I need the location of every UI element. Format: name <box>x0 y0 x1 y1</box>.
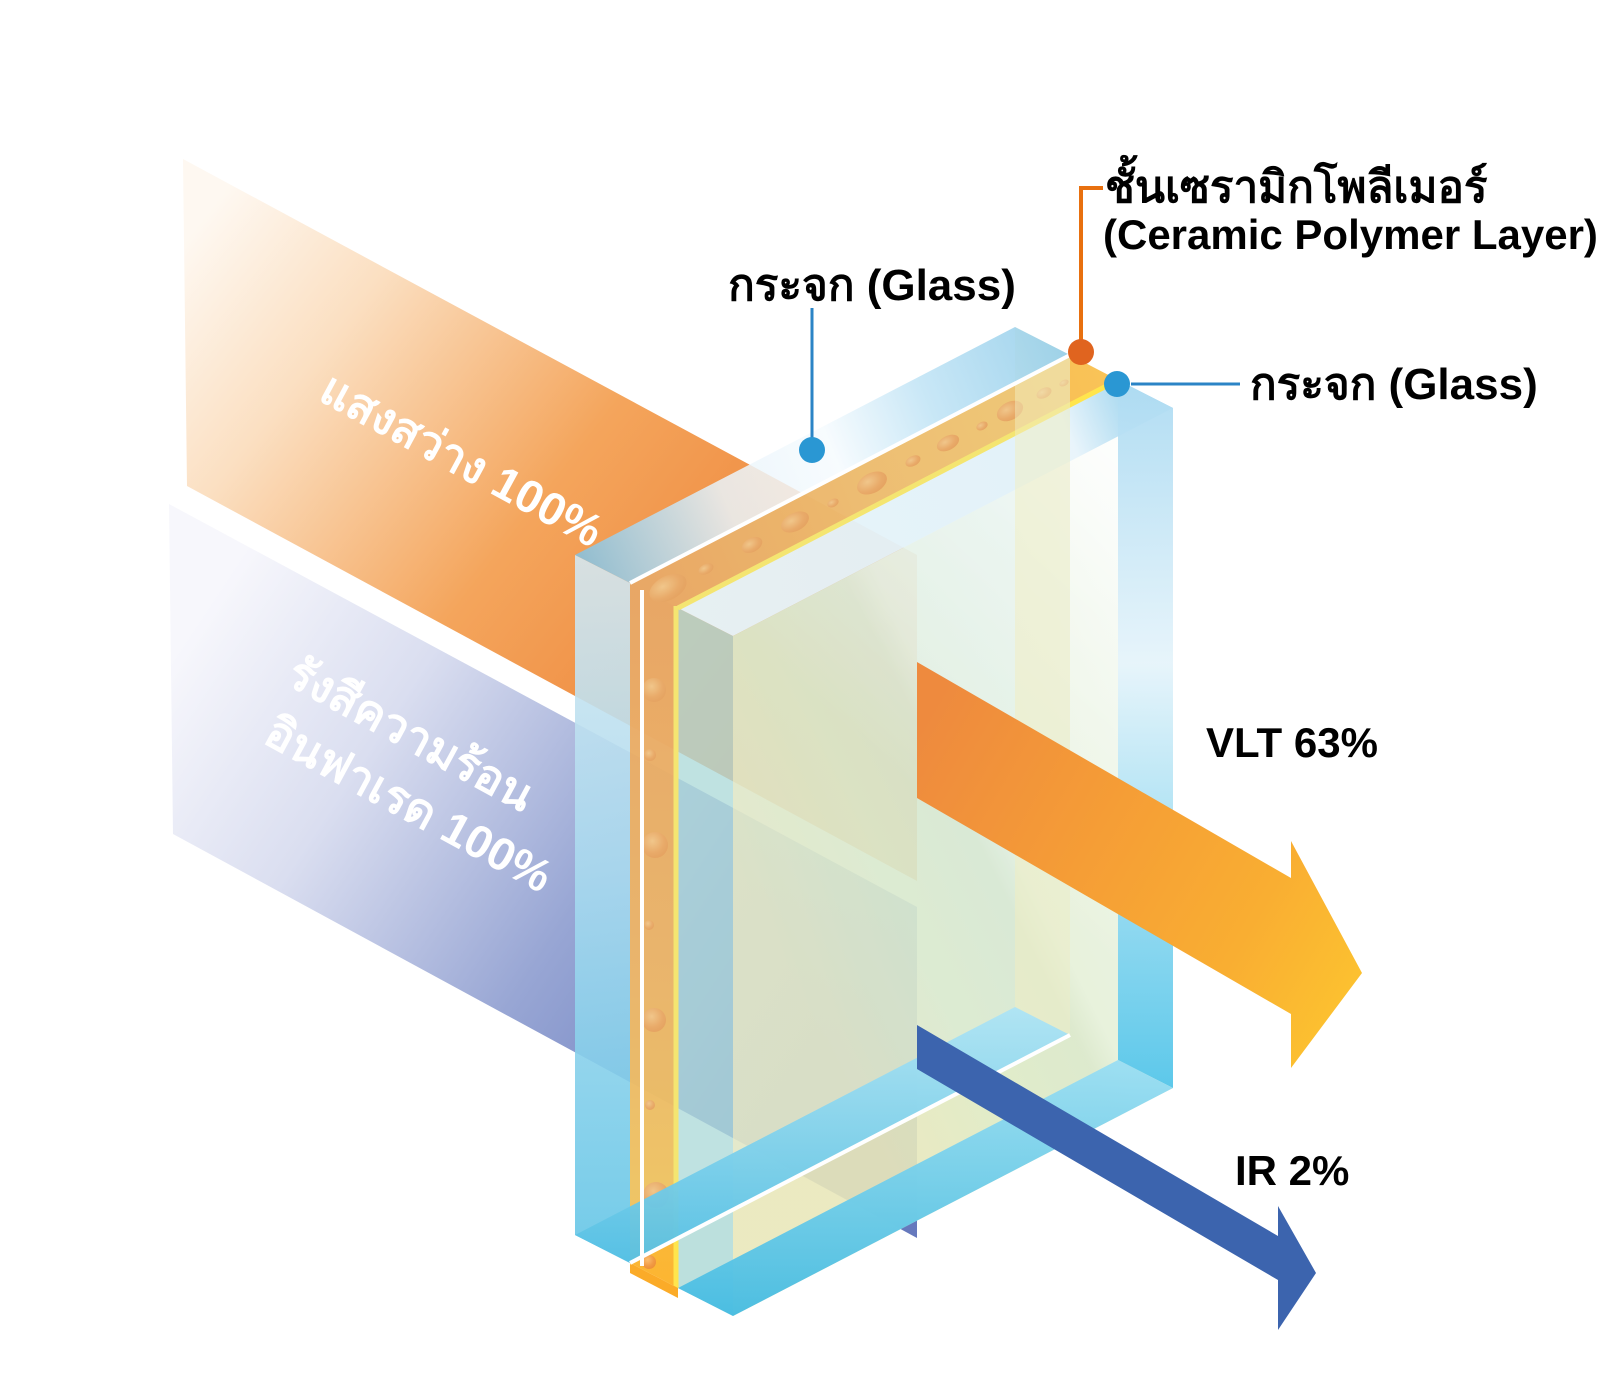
glass-front-edge-separator <box>629 353 1071 585</box>
glass-front-label: กระจก (Glass) <box>728 261 1016 310</box>
ir-arrow <box>917 1025 1316 1330</box>
glass-front-left-face <box>575 555 630 1263</box>
glass-back-label: กระจก (Glass) <box>1250 360 1538 409</box>
vlt-arrow <box>917 662 1362 1068</box>
ceramic-layer-label-thai: ชั้นเซรามิกโพลีเมอร์ <box>1105 154 1488 212</box>
ceramic-bottom-tip <box>630 1263 678 1298</box>
ir-value-label: IR 2% <box>1235 1147 1349 1194</box>
ceramic-layer-label-english: (Ceramic Polymer Layer) <box>1103 211 1598 258</box>
glass-front-marker-dot <box>799 437 825 463</box>
transmitted-arrows <box>917 662 1362 1330</box>
vlt-value-label: VLT 63% <box>1206 719 1378 766</box>
glass-pane-front <box>575 327 1071 1266</box>
glass-back-left-face <box>678 608 733 1316</box>
ceramic-marker-dot <box>1068 339 1094 365</box>
callouts: กระจก (Glass) ชั้นเซรามิกโพลีเมอร์ (Cera… <box>728 154 1598 1194</box>
ceramic-leader-line <box>1079 186 1103 344</box>
glass-back-right-face <box>1118 380 1173 1088</box>
glass-back-marker-dot <box>1104 371 1130 397</box>
glass-front-right-face <box>1015 327 1070 1035</box>
